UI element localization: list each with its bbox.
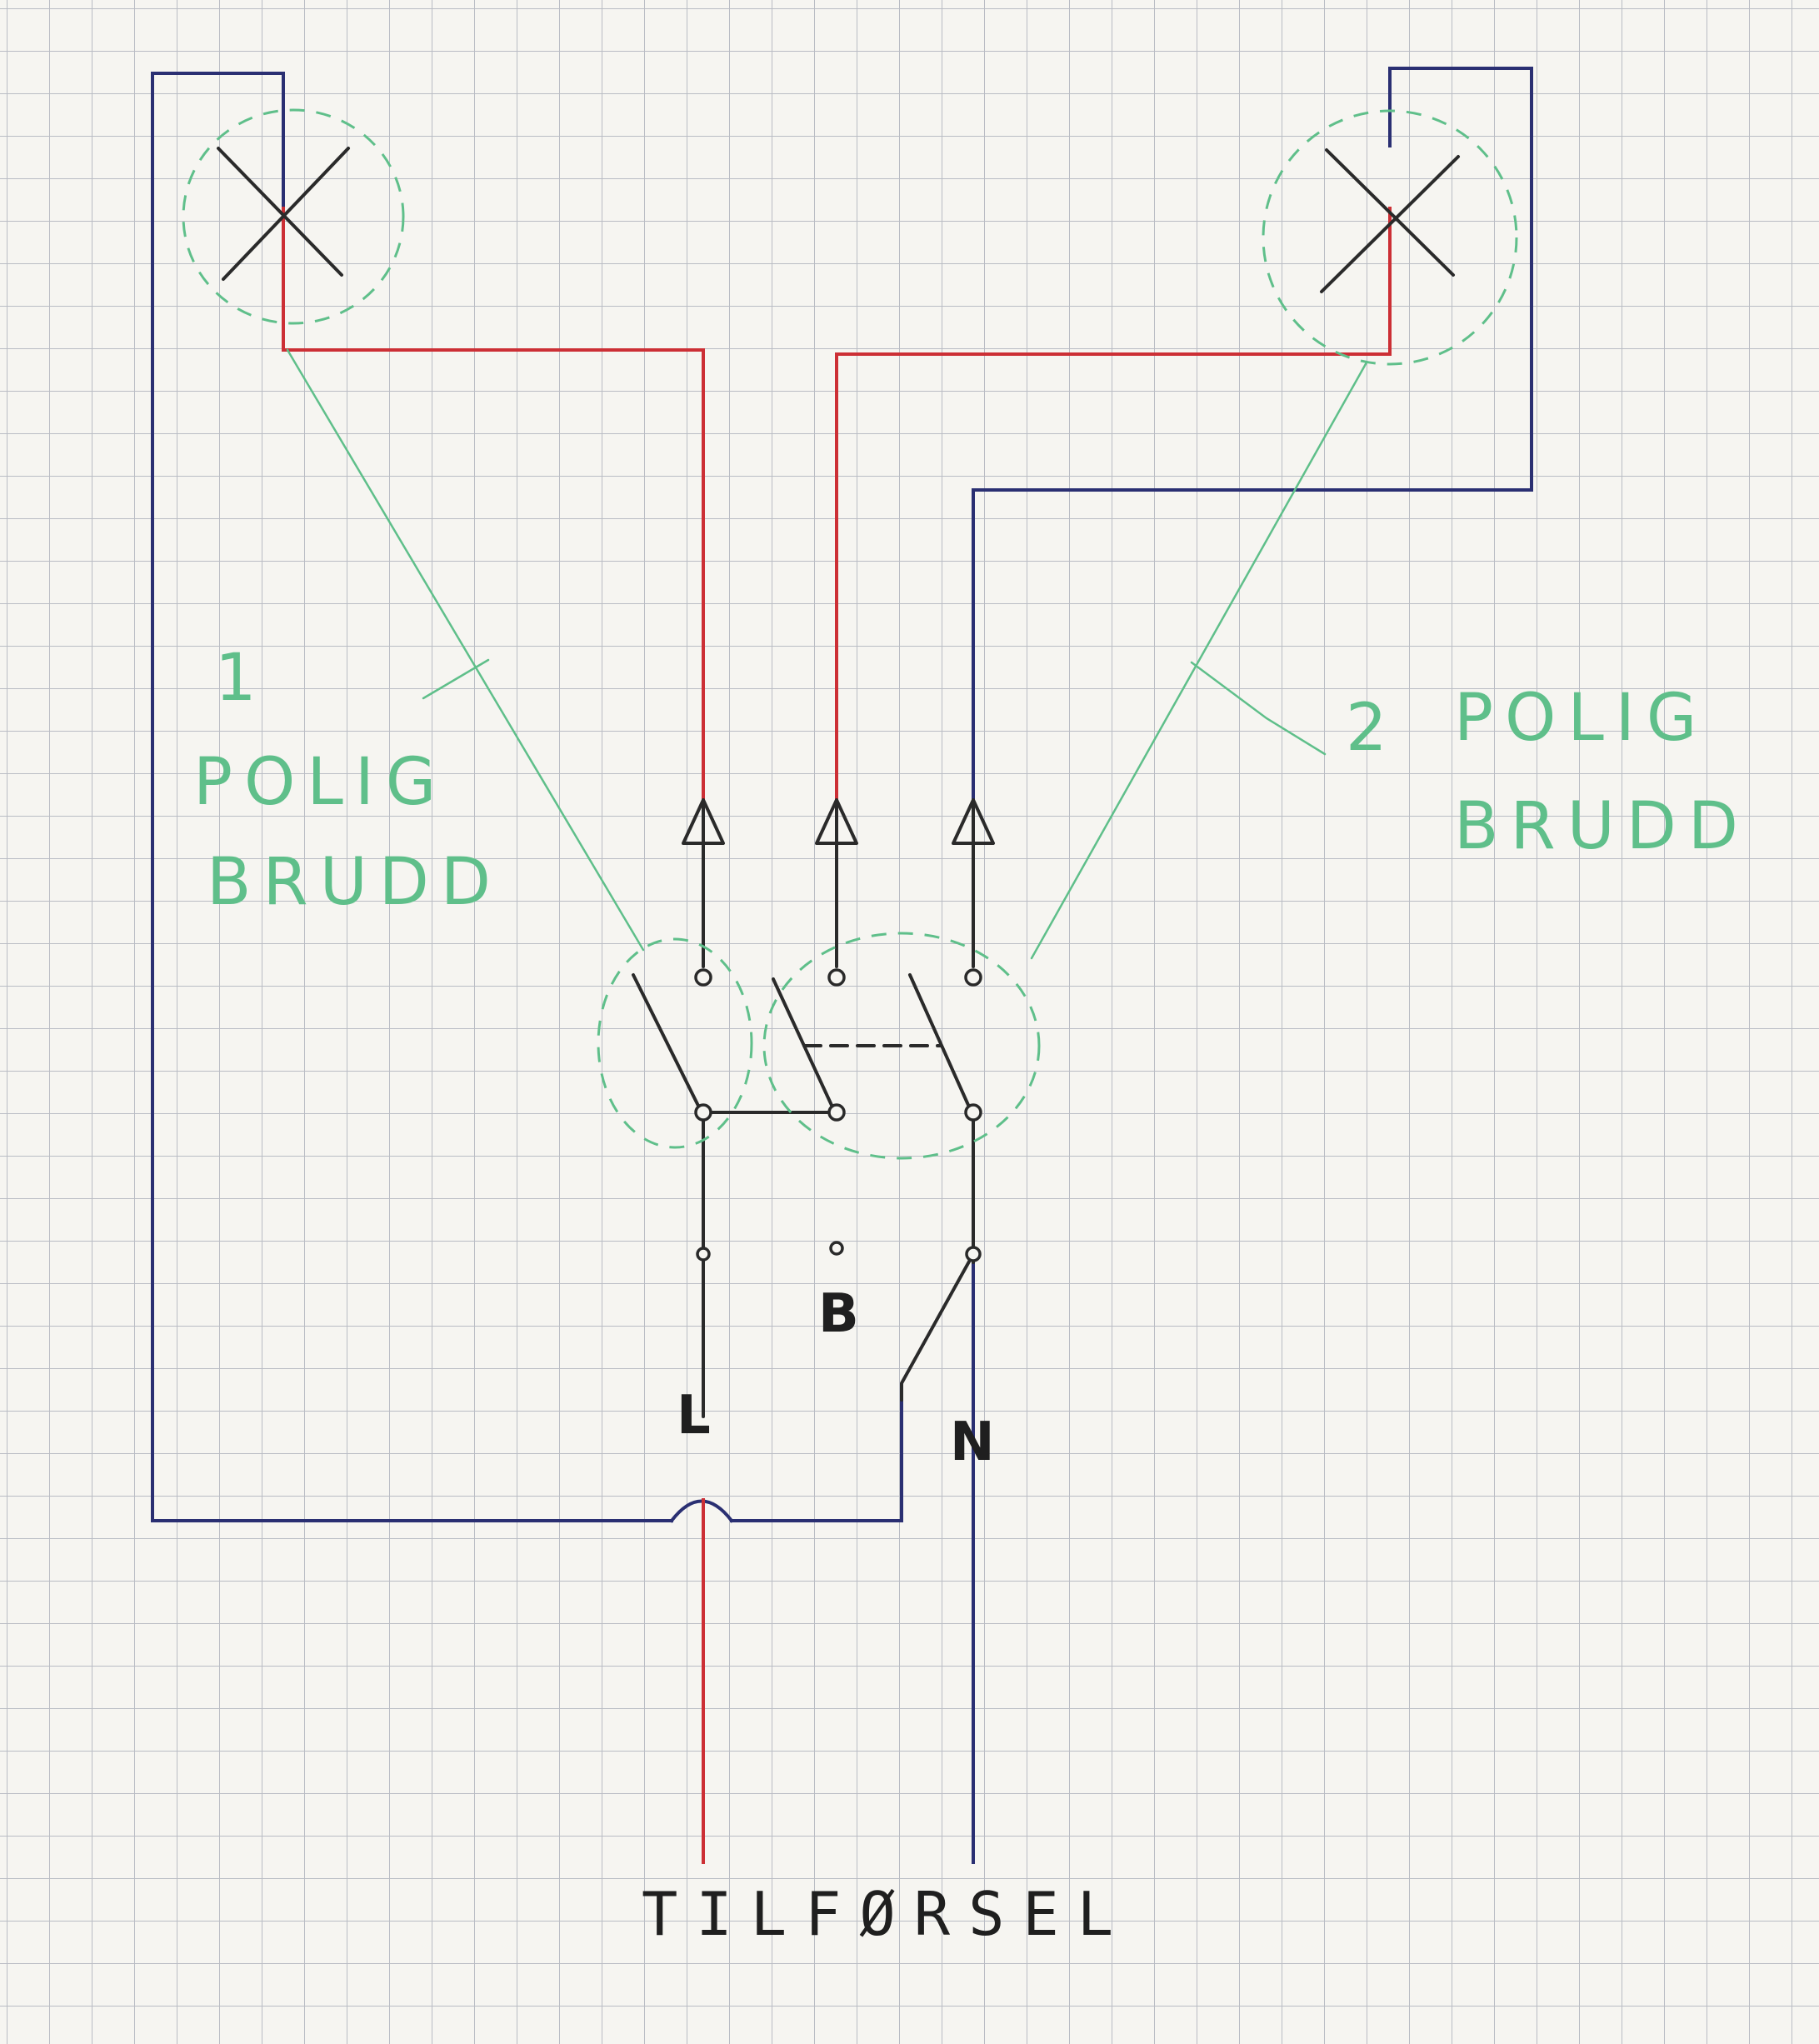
left-pole-label-line1: POLIG — [193, 745, 447, 820]
lamp-right — [1262, 109, 1518, 366]
breaker-switch — [597, 842, 1041, 1418]
left-pole-label-line2: BRUDD — [207, 845, 502, 920]
lamp-cross-icon — [1320, 148, 1460, 293]
right-pole-number: 2 — [1346, 691, 1399, 766]
left-pole-number: 1 — [215, 641, 268, 716]
neutral-wires — [151, 67, 1533, 1864]
terminal-label-L: L — [677, 1385, 711, 1447]
right-pole-label-line2: BRUDD — [1454, 789, 1750, 864]
annotation-leaders — [286, 348, 1368, 960]
lamp-left — [182, 108, 405, 325]
terminal-label-N: N — [950, 1412, 995, 1473]
terminal-label-B: B — [818, 1283, 859, 1345]
phase-wires — [282, 207, 1392, 1864]
lamp-cross-icon — [217, 147, 350, 281]
supply-label: TILFØRSEL — [642, 1879, 1132, 1949]
labels: 1 POLIG BRUDD 2 POLIG BRUDD L B N TILFØR… — [193, 641, 1750, 1949]
right-pole-label-line1: POLIG — [1454, 681, 1708, 756]
